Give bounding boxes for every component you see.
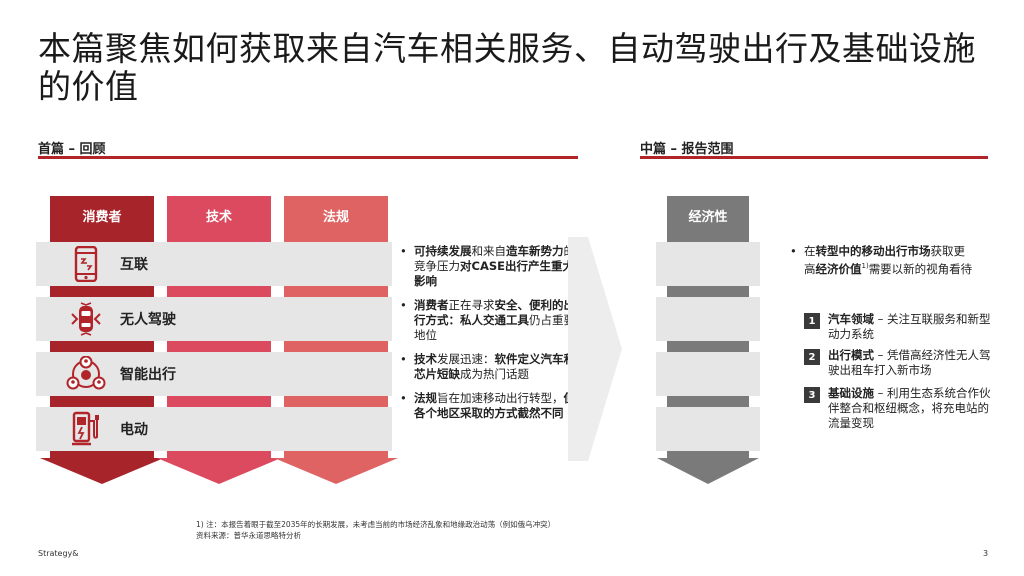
left-section-rule [38,156,578,159]
column-arrow-regulation [274,458,398,484]
row-label-autonomous: 无人驾驶 [120,312,176,328]
network-people-icon [66,354,106,394]
column-header-regulation: 法规 [284,196,388,234]
row-label-electric: 电动 [120,422,148,438]
transition-arrow-body [568,237,588,461]
numbered-item-automotive: 1 汽车领域 – 关注互联服务和新型动力系统 [804,312,994,342]
economics-row [656,297,760,341]
row-label-smart-mobility: 智能出行 [120,367,176,383]
numbered-item-infrastructure: 3 基础设施 – 利用生态系统合作伙伴整合和枢纽概念，将充电站的流量变现 [804,386,994,431]
right-section-rule [640,156,988,159]
footnote: 1) 注：本报告着眼于截至2035年的长期发展，未考虑当前的市场经济乱象和地缘政… [196,519,555,541]
scope-bullet-list: 在转型中的移动出行市场获取更高经济价值1)需要以新的视角看待 [786,244,976,277]
column-arrow-economics [657,458,759,484]
footnote-note: 1) 注：本报告着眼于截至2035年的长期发展，未考虑当前的市场经济乱象和地缘政… [196,520,556,529]
number-badge: 3 [804,387,820,403]
row-label-connected: 互联 [120,257,148,273]
charging-station-icon [66,409,106,449]
bullet-item: 消费者正在寻求安全、便利的出行方式：私人交通工具仍占重要地位 [396,298,578,343]
row-autonomous: 无人驾驶 [36,297,392,341]
column-arrow-consumer [40,458,164,484]
bullet-item: 在转型中的移动出行市场获取更高经济价值1)需要以新的视角看待 [786,244,976,277]
number-badge: 1 [804,313,820,329]
brand-logo-text: Strategy& [38,549,79,558]
page-title: 本篇聚焦如何获取来自汽车相关服务、自动驾驶出行及基础设施的价值 [38,29,976,106]
bullet-item: 技术发展迅速：软件定义汽车和芯片短缺成为热门话题 [396,352,578,382]
economics-row [656,352,760,396]
bullet-item: 法规旨在加速移动出行转型，但各个地区采取的方式截然不同 [396,391,578,421]
numbered-item-mobility: 2 出行模式 – 凭借高经济性无人驾驶出租车打入新市场 [804,348,994,378]
column-header-consumer: 消费者 [50,196,154,234]
column-header-technology: 技术 [167,196,271,234]
footnote-source: 资料来源：普华永道思略特分析 [196,531,301,540]
row-electric: 电动 [36,407,392,451]
phone-icon [66,244,106,284]
page-number: 3 [983,549,989,558]
row-connected: 互联 [36,242,392,286]
right-section-heading: 中篇 – 报告范围 [640,142,734,157]
economics-row [656,242,760,286]
number-badge: 2 [804,349,820,365]
autonomous-car-icon [66,299,106,339]
transition-arrow-icon [588,237,622,461]
column-arrow-technology [157,458,281,484]
review-bullet-list: 可持续发展和来自造车新势力的竞争压力对CASE出行产生重大影响 消费者正在寻求安… [396,244,578,430]
bullet-item: 可持续发展和来自造车新势力的竞争压力对CASE出行产生重大影响 [396,244,578,289]
left-section-heading: 首篇 – 回顾 [38,142,106,157]
row-smart-mobility: 智能出行 [36,352,392,396]
column-header-economics: 经济性 [667,196,749,234]
economics-row [656,407,760,451]
